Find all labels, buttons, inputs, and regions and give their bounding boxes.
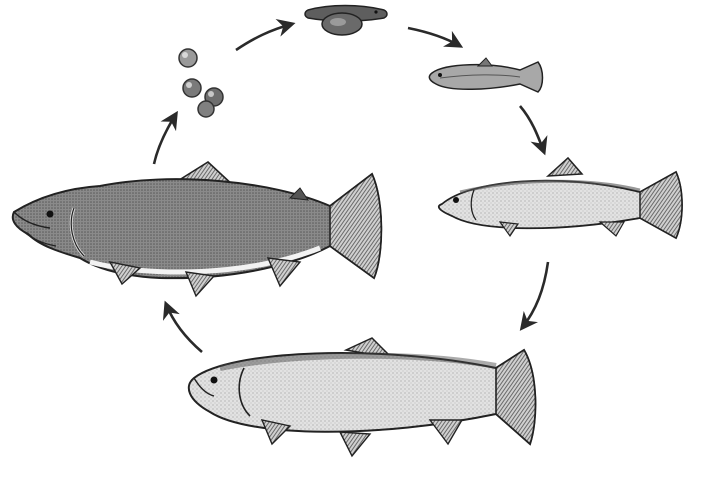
arrow-eggs-to-alevin bbox=[236, 24, 292, 50]
arrow-fry-to-smolt bbox=[520, 106, 544, 152]
adult-salmon-icon bbox=[189, 338, 536, 456]
arrow-adult-to-spawner bbox=[166, 304, 202, 352]
salmon-eggs-icon bbox=[179, 49, 223, 117]
alevin-icon bbox=[305, 6, 387, 36]
smolt-fish-icon bbox=[439, 158, 682, 238]
arrow-spawner-to-eggs bbox=[154, 114, 176, 164]
fry-icon bbox=[429, 58, 542, 92]
spawning-salmon-icon bbox=[13, 162, 382, 296]
arrow-alevin-to-fry bbox=[408, 28, 460, 46]
arrow-smolt-to-adult bbox=[522, 262, 548, 328]
